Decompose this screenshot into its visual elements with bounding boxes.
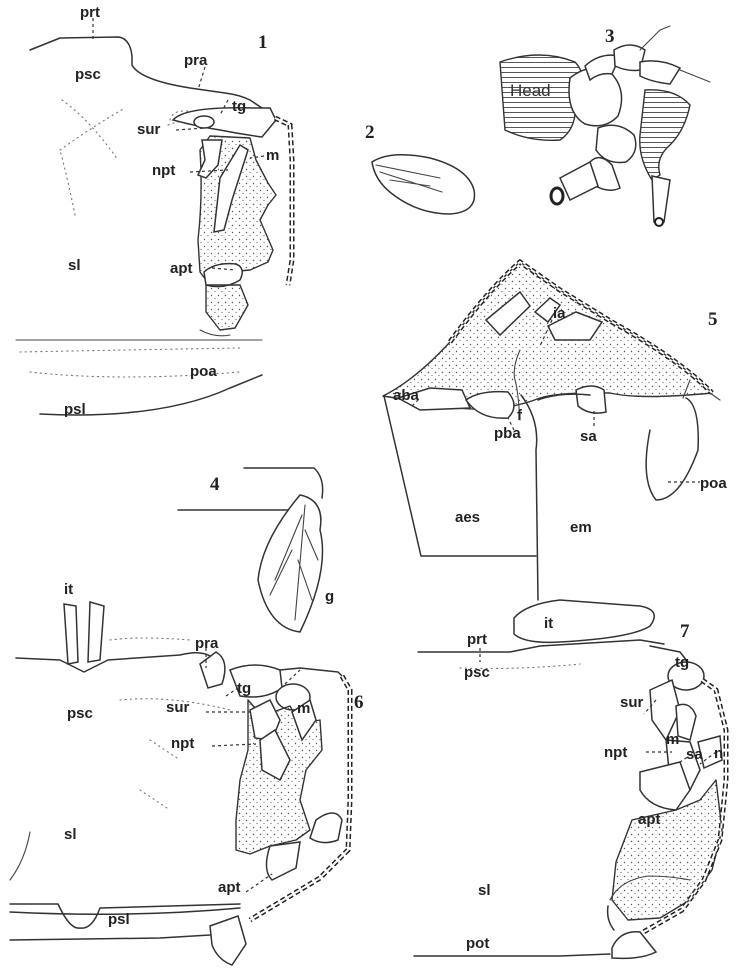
figure-3-number: 3 [605,26,615,47]
label-m: m [266,147,279,164]
label-it: it [544,615,553,632]
label-ia: ia [553,305,566,322]
label-sl: sl [64,826,77,843]
figure-3: 3 Head [500,26,710,226]
label-psc: psc [75,66,101,83]
label-m: m [297,700,310,717]
label-sur: sur [166,699,190,716]
label-psc: psc [464,664,490,681]
label-tg: tg [237,680,251,697]
figure-5: 5 ia aba f pba sa poa aes em [383,262,727,600]
figure-6: it pra tg 6 psc sur m npt sl apt psl [10,581,364,965]
label-g: g [325,588,334,605]
figure-7-number: 7 [680,621,690,642]
label-apt: apt [218,879,241,896]
label-tg: tg [675,654,689,671]
figure-4-number: 4 [210,474,220,495]
figure-6-number: 6 [354,692,364,713]
label-f: f [517,407,523,424]
label-psl: psl [64,401,86,418]
label-apt: apt [170,260,193,277]
label-prt: prt [80,4,100,21]
label-pba: pba [494,425,521,442]
label-it: it [64,581,73,598]
label-n: n [714,745,723,762]
label-poa: poa [190,363,217,380]
label-tg: tg [232,98,246,115]
label-sur: sur [137,121,161,138]
label-pra: pra [195,635,219,652]
label-sa: sa [580,428,597,445]
label-poa: poa [700,475,727,492]
label-sur: sur [620,694,644,711]
label-em: em [570,519,592,536]
label-sl: sl [68,257,81,274]
label-psc: psc [67,705,93,722]
label-sl: sl [478,882,491,899]
label-npt: npt [604,744,627,761]
label-prt: prt [467,631,487,648]
label-pra: pra [184,52,208,69]
label-npt: npt [171,735,194,752]
figure-5-number: 5 [708,309,718,330]
figure-4: 4 g [178,468,334,632]
label-npt: npt [152,162,175,179]
figure-2-number: 2 [365,122,375,143]
label-m: m [666,731,679,748]
label-aba: aba [393,387,420,404]
figure-1: 1 prt pra psc tg sur m npt sl apt poa ps… [16,4,292,418]
figure-1-number: 1 [258,32,268,53]
label-sa: sa [686,746,703,763]
figure-7: 7 it prt tg psc sur npt m sa n apt sl po… [414,600,726,958]
label-apt: apt [638,811,661,828]
label-pot: pot [466,935,489,952]
figure-2: 2 [365,122,475,214]
label-psl: psl [108,911,130,928]
label-aes: aes [455,509,480,526]
label-head: Head [510,81,551,100]
